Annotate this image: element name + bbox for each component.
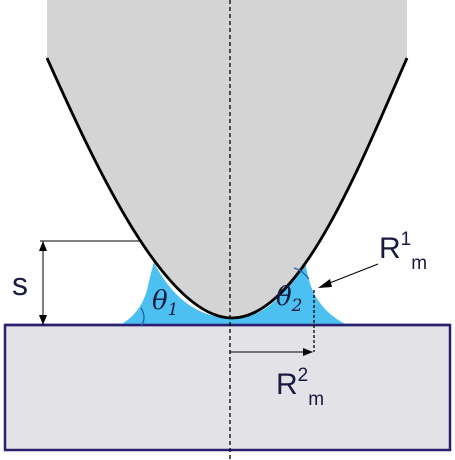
theta2-symbol: θ (276, 282, 292, 312)
contact-angle-1-arc (140, 307, 145, 327)
theta1-label: θ1 (152, 286, 178, 320)
afm-tip-outline (45, 57, 409, 320)
contact-angle-2-arc (293, 267, 310, 280)
r2-base: R (276, 368, 298, 401)
r1-pointer-line (321, 263, 379, 287)
theta1-subscript: 1 (168, 300, 179, 320)
r2-superscript: 2 (298, 365, 309, 386)
theta1-symbol: θ (152, 286, 168, 316)
theta2-label: θ2 (276, 282, 302, 316)
theta2-subscript: 2 (291, 296, 303, 316)
r1-superscript: 1 (401, 229, 412, 250)
separation-arrow-up (39, 241, 47, 251)
afm-tip (47, 0, 407, 318)
separation-arrow-down (39, 315, 47, 325)
r2-subscript: m (308, 389, 324, 410)
r1-label: R1 m (379, 229, 427, 274)
water-meniscus (118, 262, 350, 326)
r1-pointer-arrowhead (318, 279, 332, 288)
r1-base: R (379, 232, 401, 265)
r2-arrowhead (303, 348, 313, 356)
r2-label: R2 m (276, 365, 324, 410)
substrate (3, 323, 452, 452)
r1-subscript: m (411, 253, 427, 274)
separation-label: s (12, 266, 28, 302)
